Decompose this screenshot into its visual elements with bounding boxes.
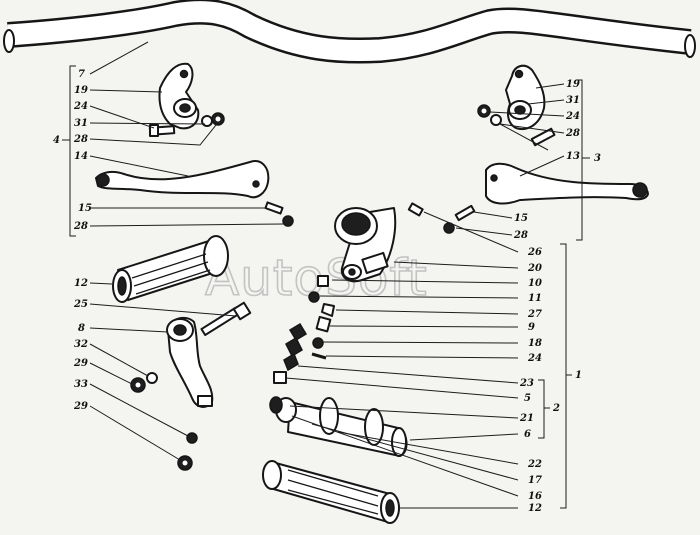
right-grip: [262, 460, 400, 524]
callout-10: 10: [528, 278, 542, 289]
callout-31-right: 31: [566, 95, 580, 106]
callout-9: 9: [528, 322, 535, 333]
callout-6: 6: [524, 429, 531, 440]
callout-17: 17: [528, 475, 542, 486]
right-pivot-bolt-15: [443, 204, 476, 234]
left-lever-bracket: [158, 62, 200, 130]
right-lever-bracket: [505, 64, 546, 130]
callout-8: 8: [78, 323, 85, 334]
callout-group-1: 1: [575, 370, 582, 381]
callout-12-left: 12: [74, 278, 88, 289]
callout-labels: 7 19 24 31 28 14 15 28 4 19 31 24 28 13 …: [53, 69, 601, 514]
callout-15-right: 15: [514, 213, 528, 224]
callout-24-right: 24: [565, 111, 580, 122]
callout-11: 11: [528, 293, 542, 304]
callout-26: 26: [527, 247, 542, 258]
callout-7: 7: [78, 69, 85, 80]
left-nut-washer-31: [201, 112, 225, 127]
callout-13: 13: [566, 151, 580, 162]
left-lever: [95, 160, 270, 199]
callout-28-left-a: 28: [73, 134, 88, 145]
callout-23: 23: [519, 378, 534, 389]
callout-33: 33: [74, 379, 88, 390]
callout-29-b: 29: [73, 401, 88, 412]
callout-14: 14: [74, 151, 88, 162]
group-brackets: [62, 65, 590, 509]
throttle-housing: [334, 207, 397, 283]
callout-group-3: 3: [594, 153, 601, 164]
callout-15-left: 15: [78, 203, 92, 214]
callout-28-left-b: 28: [73, 221, 88, 232]
left-pivot-bolt-15: [264, 201, 294, 227]
callout-16: 16: [528, 491, 542, 502]
lower-clamp: [166, 316, 214, 408]
callout-19-left: 19: [74, 85, 88, 96]
lower-nuts: [130, 372, 198, 471]
callout-group-4: 4: [53, 135, 60, 146]
callout-25: 25: [73, 299, 88, 310]
leader-lines: [89, 41, 565, 509]
callout-24-center: 24: [527, 353, 542, 364]
clamp-bolt-25: [200, 301, 252, 336]
callout-19-right: 19: [566, 79, 580, 90]
callout-18: 18: [528, 338, 542, 349]
callout-28-right-b: 28: [513, 230, 528, 241]
left-bolt-24: [148, 124, 176, 137]
small-hardware: [273, 275, 335, 384]
callout-22: 22: [527, 459, 542, 470]
housing-screw-26: [407, 202, 424, 217]
callout-12-right: 12: [528, 503, 542, 514]
left-grip: [112, 235, 229, 303]
callout-20: 20: [527, 263, 542, 274]
callout-21: 21: [519, 413, 534, 424]
callout-24-left: 24: [73, 101, 88, 112]
callout-31-left: 31: [74, 118, 88, 129]
callout-29-a: 29: [73, 358, 88, 369]
right-lever: [485, 162, 649, 205]
callout-32: 32: [74, 339, 88, 350]
handlebar-tube: [3, 0, 696, 64]
callout-28-right-a: 28: [565, 128, 580, 139]
callout-5: 5: [524, 393, 531, 404]
right-nut-washer: [477, 104, 502, 126]
callout-group-2: 2: [552, 403, 560, 414]
callout-27: 27: [527, 309, 542, 320]
